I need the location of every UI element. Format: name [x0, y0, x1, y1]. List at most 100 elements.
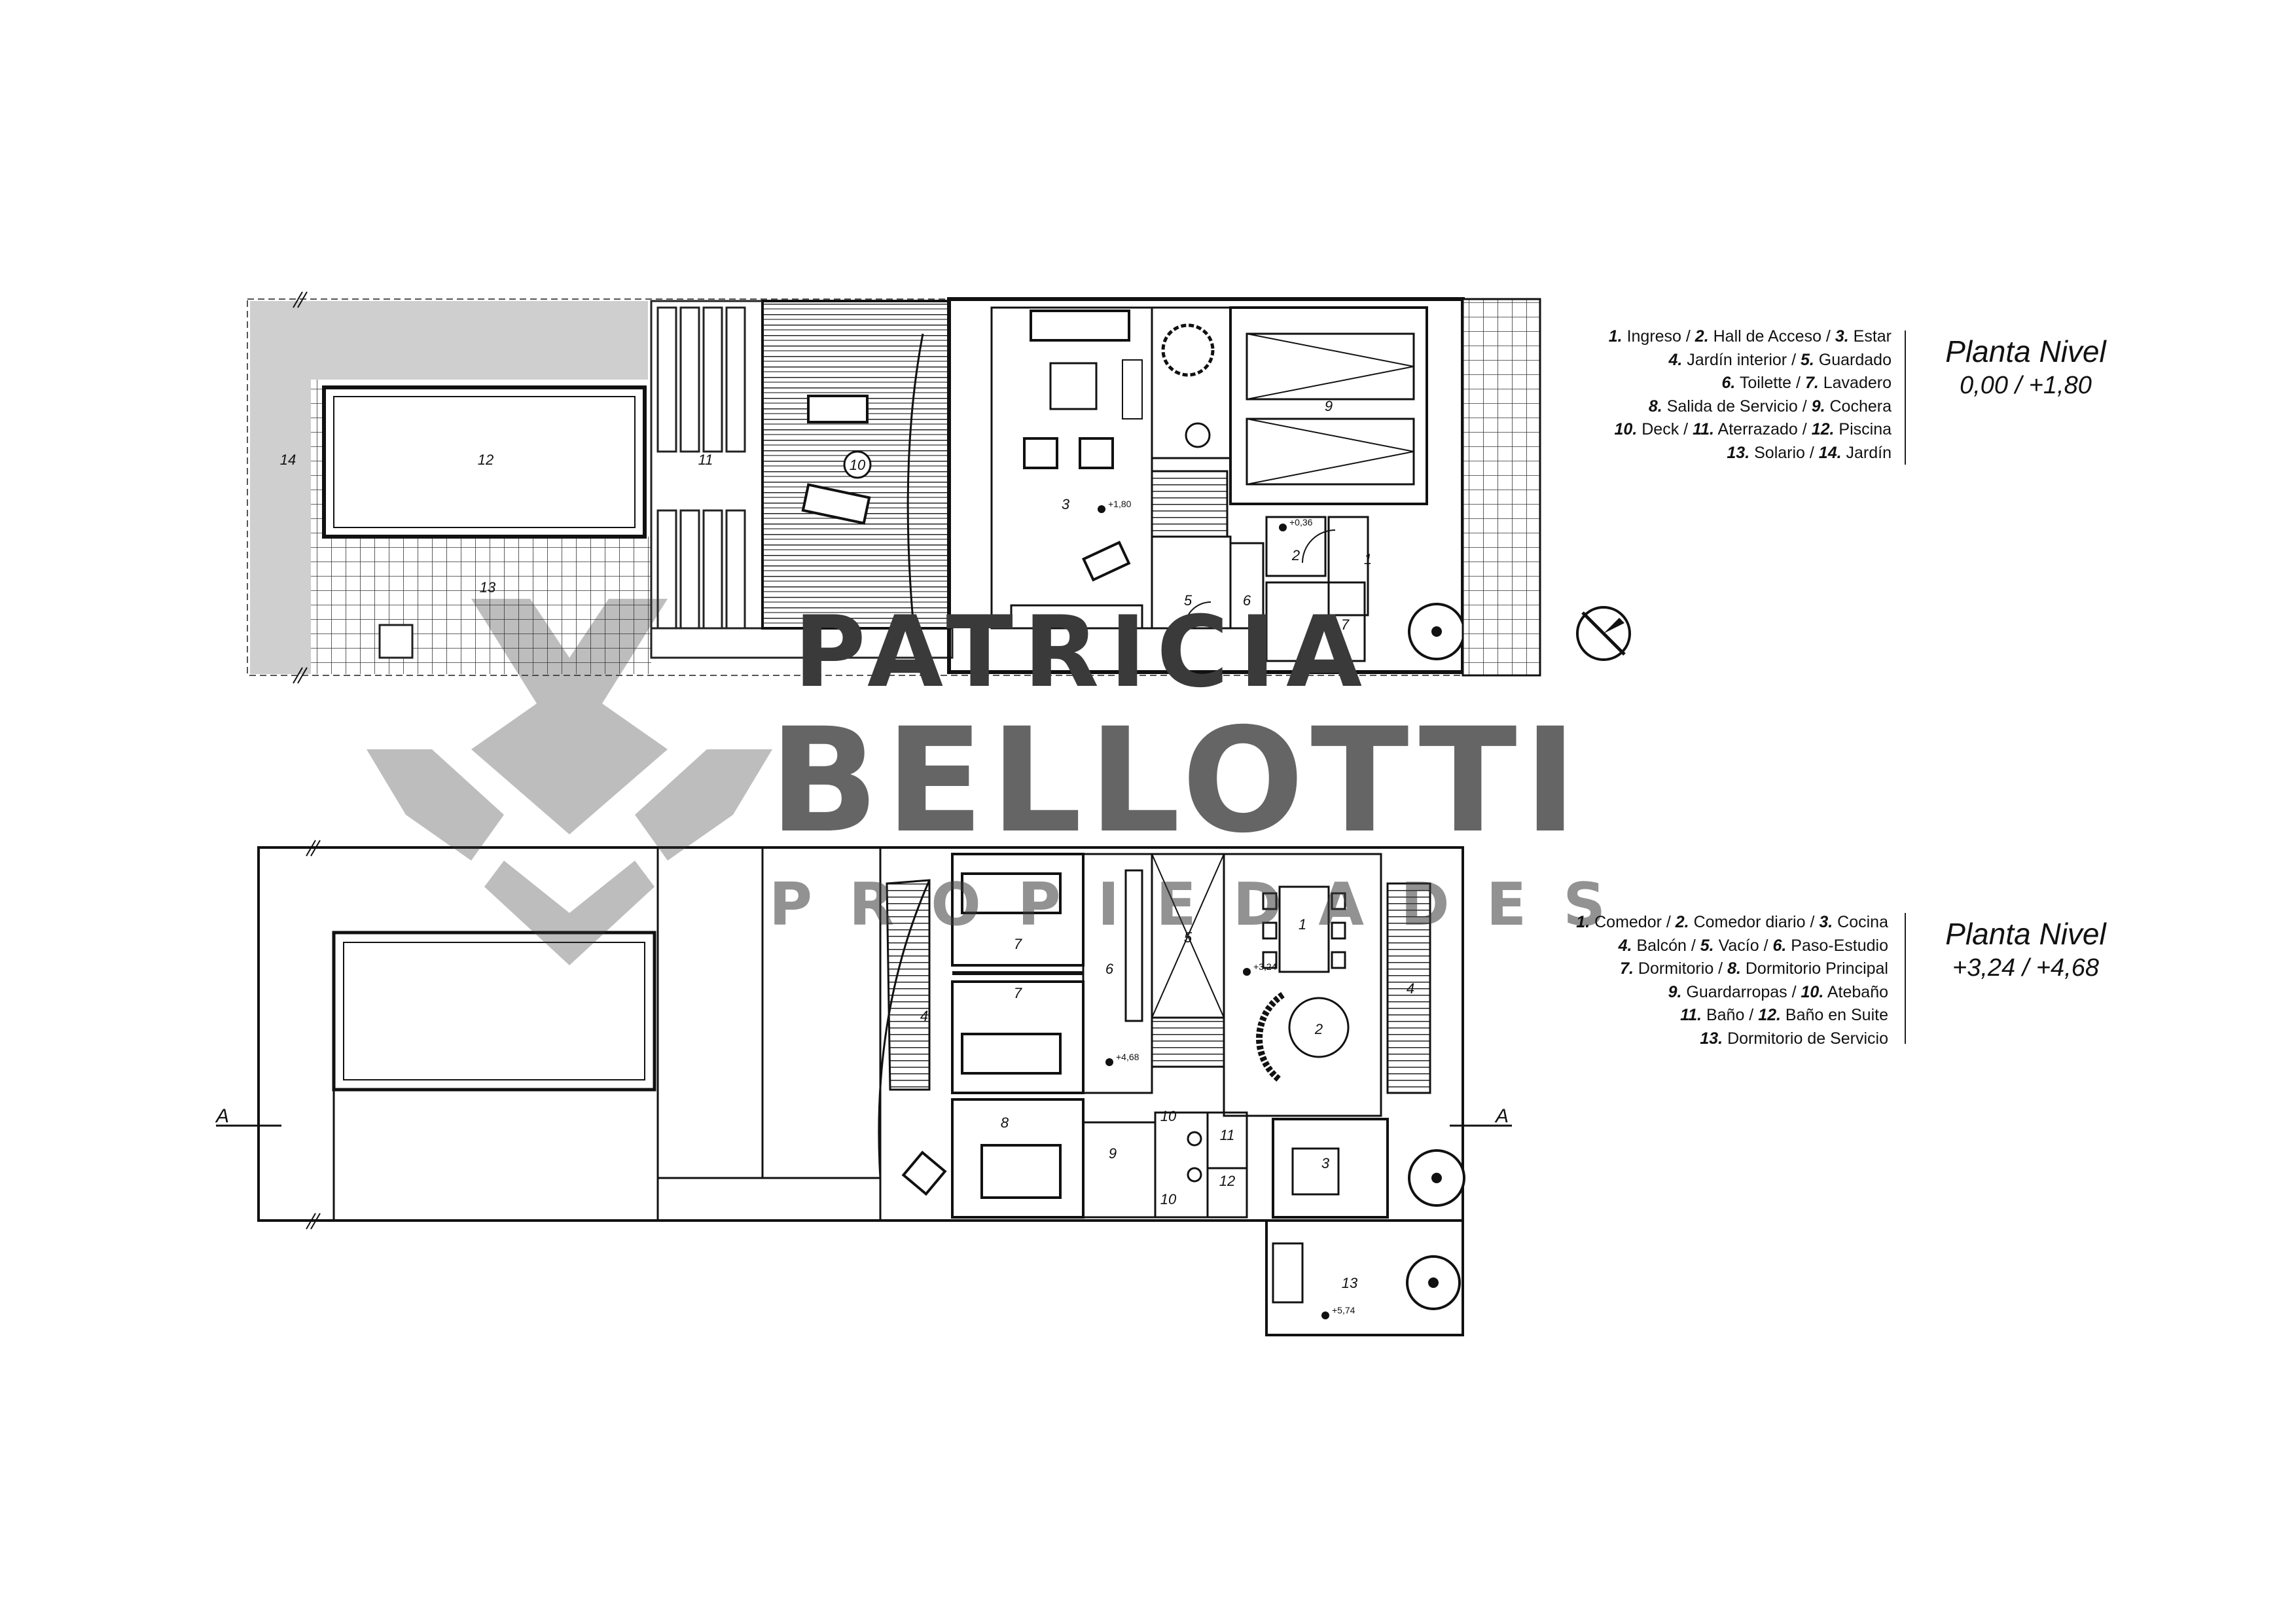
legend-divider: [1905, 913, 1906, 1044]
room-number-6: 6: [1105, 961, 1114, 977]
legend-number: 8.: [1727, 959, 1741, 978]
level-label: +1,80: [1108, 499, 1132, 509]
legend-row: 6. Toilette / 7. Lavadero: [1721, 374, 1892, 392]
room-number-8: 8: [1259, 636, 1268, 652]
room-number-6: 6: [1243, 592, 1251, 609]
plan-title-line1: Planta Nivel: [1945, 917, 2106, 951]
legend-text: Atebaño: [1827, 982, 1888, 1001]
room-number-11: 11: [1220, 1127, 1235, 1143]
room-number-1: 1: [1364, 551, 1372, 567]
room-number-2: 2: [1291, 547, 1300, 563]
void-lines: [332, 847, 882, 1221]
legend-number: 7.: [1804, 374, 1819, 392]
room-number-12: 12: [1219, 1173, 1235, 1189]
garden-area-lower: [250, 550, 312, 674]
legend-text: Comedor diario: [1693, 913, 1806, 931]
stair-l0: [1151, 470, 1229, 538]
plan-title-line1: Planta Nivel: [1945, 334, 2106, 368]
legend-row: 4. Jardín interior / 5. Guardado: [1668, 350, 1892, 369]
legend-text: Jardín: [1846, 443, 1892, 462]
legend-text: Baño en Suite: [1785, 1006, 1888, 1024]
dining-chairs: [1262, 892, 1346, 969]
balcony-curve: [878, 880, 931, 1179]
level-mark-icon: [1279, 524, 1287, 531]
spiral-core: [1428, 1277, 1439, 1288]
level-label: +4,68: [1116, 1052, 1139, 1062]
tree-icon: [1161, 323, 1215, 377]
plant-icon: [1185, 422, 1211, 448]
level-mark-icon: [1098, 505, 1105, 513]
plan-level-0: +1,80 +0,36 14 12 11 10 3 9 2 1 5 6 7 8 …: [247, 291, 1631, 684]
pool: [322, 385, 647, 539]
breakfast-table: [1288, 997, 1350, 1058]
dining-table: [1278, 885, 1330, 973]
legend-number: 13.: [1727, 443, 1750, 462]
legend-number: 3.: [1835, 327, 1849, 346]
room-number-7: 7: [1341, 616, 1350, 633]
room-number-7: 7: [1014, 936, 1022, 952]
room-number-10: 10: [1160, 1191, 1177, 1207]
room-number-13: 13: [1342, 1275, 1358, 1291]
legend-row: 7. Dormitorio / 8. Dormitorio Principal: [1620, 959, 1888, 978]
legend-text: Piscina: [1839, 420, 1892, 438]
legend-row: 8. Salida de Servicio / 9. Cochera: [1648, 397, 1892, 416]
plan-title-level-0: Planta Nivel 0,00 / +1,80: [1911, 334, 2140, 402]
watermark-line2: BELLOTTI: [769, 697, 1584, 865]
break-mark: [293, 667, 308, 684]
entry: [1327, 516, 1369, 616]
legend-number: 7.: [1620, 959, 1634, 978]
level-label: +0,36: [1289, 517, 1313, 527]
closet: [1082, 1121, 1157, 1219]
section-mark-right: A: [1494, 1105, 1509, 1127]
laundry: [1265, 581, 1366, 662]
shelf: [1122, 359, 1143, 419]
room-number-14: 14: [280, 452, 296, 468]
legend-number: 14.: [1818, 443, 1842, 462]
legend-number: 8.: [1648, 397, 1662, 416]
legend-text: Estar: [1853, 327, 1892, 346]
sofa: [1030, 310, 1130, 342]
deck-lounger: [807, 395, 869, 423]
room-number-2: 2: [1314, 1021, 1323, 1037]
section-mark-left: A: [215, 1105, 229, 1127]
level-label: +5,74: [1332, 1305, 1355, 1315]
service-bath: [1272, 1242, 1304, 1304]
legend-text: Dormitorio de Servicio: [1727, 1029, 1888, 1048]
bed-2: [961, 1033, 1062, 1075]
plan-title-level-1: Planta Nivel +3,24 / +4,68: [1911, 916, 2140, 984]
legend-text: Lavadero: [1823, 374, 1892, 392]
break-mark: [306, 840, 321, 857]
legend-number: 6.: [1721, 374, 1736, 392]
legend-number: 4.: [1618, 936, 1632, 955]
break-mark: [306, 1213, 321, 1230]
pool-inner: [333, 396, 636, 528]
room-number-7: 7: [1014, 985, 1022, 1001]
toilette: [1229, 542, 1265, 630]
legend-text: Paso-Estudio: [1791, 936, 1888, 955]
suite-bath: [1206, 1167, 1248, 1219]
room-number-9: 9: [1325, 398, 1333, 414]
room-number-4: 4: [1407, 980, 1414, 997]
armchair: [1023, 437, 1058, 469]
watermark-line1: PATRICIA: [793, 596, 1373, 709]
legend-text: Balcón: [1636, 936, 1687, 955]
legend-row: 13. Solario / 14. Jardín: [1727, 443, 1892, 462]
garage: [1229, 306, 1428, 505]
legend-level-0: 1. Ingreso / 2. Hall de Acceso / 3. Esta…: [1505, 325, 1892, 465]
legend-number: 2.: [1695, 327, 1709, 346]
legend-number: 11.: [1693, 420, 1714, 438]
level-mark-icon: [1321, 1311, 1329, 1319]
armchair-2: [1079, 437, 1114, 469]
legend-row: 9. Guardarropas / 10. Atebaño: [1668, 982, 1888, 1001]
hall: [1265, 516, 1327, 577]
legend-text: Baño: [1706, 1006, 1745, 1024]
legend-number: 1.: [1576, 913, 1590, 931]
legend-divider: [1905, 330, 1906, 465]
room-number-5: 5: [1184, 592, 1193, 609]
balcony-left: [886, 879, 931, 1091]
legend-number: 12.: [1758, 1006, 1781, 1024]
upper-outline: [257, 846, 1464, 1222]
legend-number: 11.: [1680, 1006, 1702, 1024]
stair-l1: [1151, 1016, 1225, 1068]
legend-number: 9.: [1668, 982, 1682, 1001]
